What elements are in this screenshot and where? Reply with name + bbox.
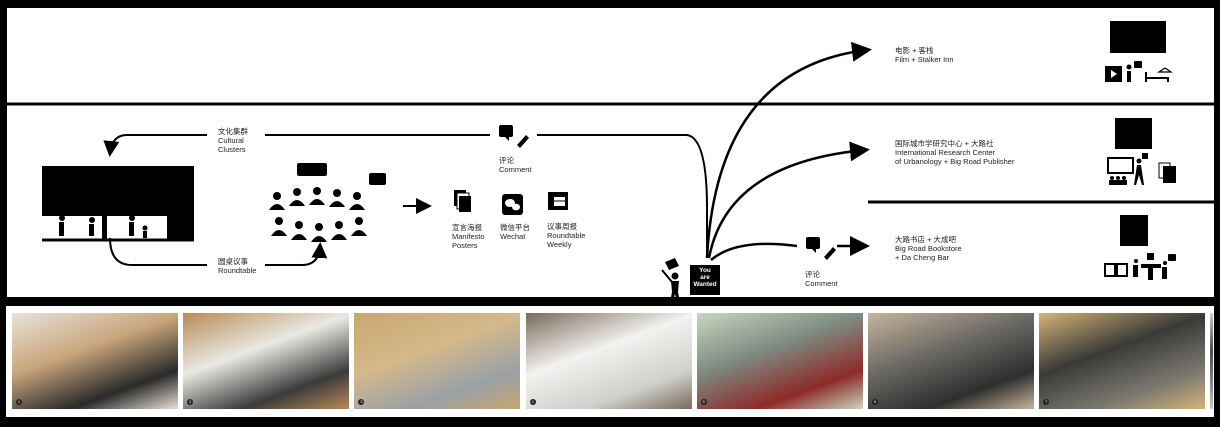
branch-film — [705, 41, 872, 259]
flow-line-roundtable — [109, 237, 207, 266]
person-with-flag-icon — [661, 258, 679, 297]
diagram-panel: 文化集群 Cultural Clusters 圆桌议事 Roundtable 评… — [7, 8, 1214, 297]
roundtable-weekly-label: 议事周报 Roundtable Weekly — [547, 222, 586, 249]
photo-number: 7 — [1043, 399, 1050, 405]
event-photo: 6 — [868, 313, 1034, 409]
wechat-icon — [502, 194, 523, 215]
research-publisher-icons — [1107, 118, 1176, 185]
cultural-clusters-label: 文化集群 Cultural Clusters — [218, 127, 248, 154]
photo-number: 1 — [16, 399, 22, 405]
roundtable-weekly-icon — [548, 192, 568, 210]
event-photo: 5 — [696, 313, 863, 409]
flow-line-top — [265, 134, 708, 258]
destination-research-center: 国际城市学研究中心 + 大路社 International Research C… — [895, 139, 1015, 166]
comment-label-top: 评论 Comment — [499, 156, 532, 174]
photo-number: 6 — [872, 399, 878, 405]
photo-number: 3 — [358, 399, 365, 405]
event-photo: 8 — [1210, 313, 1213, 409]
comment-icon-top — [499, 125, 529, 148]
you-are-wanted-badge: You are Wanted — [690, 265, 720, 295]
cultural-cluster-building-icon — [42, 166, 194, 242]
event-photo: 1 — [12, 313, 178, 409]
destination-bookstore-bar: 大路书店 + 大成吧 Big Road Bookstore + Da Cheng… — [895, 235, 962, 262]
event-photo: 7 — [1039, 313, 1206, 409]
photo-number: 2 — [187, 399, 194, 405]
event-photo: 4 — [525, 313, 692, 409]
comment-label-bottom: 评论 Comment — [805, 270, 838, 288]
wechat-label: 微信平台 Wechat — [500, 223, 530, 241]
branch-bookstore — [710, 242, 798, 261]
event-photo: 3 — [354, 313, 521, 409]
destination-film-inn: 电影 + 客栈 Film + Stalker Inn — [895, 46, 954, 64]
comment-icon-bottom — [806, 237, 836, 260]
flow-diagram — [7, 21, 1214, 297]
branch-research — [707, 141, 870, 259]
photo-strip: 1 2 3 4 5 6 7 8 — [6, 306, 1214, 417]
bookstore-bar-icons — [1104, 215, 1176, 280]
roundtable-label: 圆桌议事 Roundtable — [218, 257, 257, 275]
arrow-to-clusters — [103, 134, 207, 157]
manifesto-posters-label: 宣言海报 Manifesto Posters — [452, 223, 485, 250]
photo-number: 5 — [700, 399, 707, 405]
arrow-to-roundtable — [265, 242, 328, 266]
photo-number: 4 — [529, 399, 536, 405]
film-inn-icons — [1105, 21, 1173, 82]
manifesto-posters-icon — [454, 190, 471, 212]
roundtable-crowd-icon — [269, 163, 386, 242]
event-photo: 2 — [183, 313, 350, 409]
